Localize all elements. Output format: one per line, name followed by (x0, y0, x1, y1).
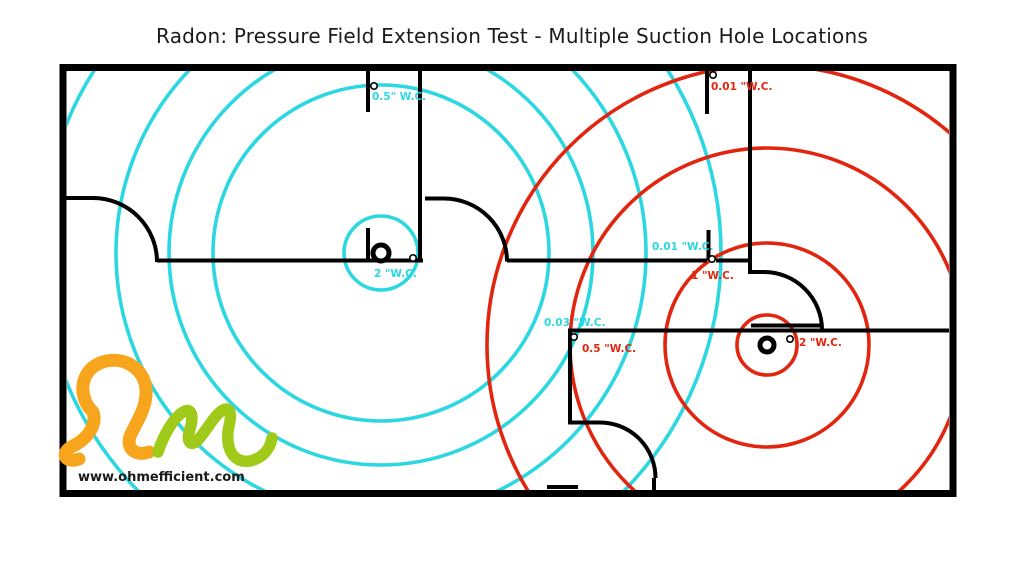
pressure-reading-label: 2 "W.C. (374, 268, 417, 280)
ohm-logo (58, 353, 278, 467)
pressure-reading-label: 0.03 "W.C. (544, 317, 605, 329)
pressure-reading-label: 0.01 "W.C. (652, 241, 713, 253)
page-title: Radon: Pressure Field Extension Test - M… (156, 24, 868, 48)
door-bottom (568, 420, 658, 479)
door-left (66, 196, 159, 263)
website-url: www.ohmefficient.com (78, 470, 245, 485)
pressure-reading-label: 0.01 "W.C. (711, 81, 772, 93)
pressure-field-rings (67, 71, 949, 492)
outer-wall (59, 64, 957, 497)
test-hole-near-s2 (785, 334, 794, 343)
suction-hole-2-pressure-ring (663, 241, 871, 449)
door-right-room (748, 260, 824, 331)
test-hole-near-s1 (408, 254, 417, 263)
logo-m-glyph (152, 403, 278, 467)
pressure-reading-labels: 0.5" W.C. 0.01 "W.C. 0.01 "W.C. 1 "W.C. 0.03… (372, 81, 842, 355)
pressure-reading-label: 1 "W.C. (691, 270, 734, 282)
test-hole-top-right (708, 71, 717, 80)
test-hole-top-left (369, 82, 378, 91)
test-hole-middle (707, 255, 716, 264)
door-center (425, 196, 509, 262)
pressure-reading-label: 0.5 "W.C. (582, 343, 636, 355)
test-hole-lower-mid (569, 332, 578, 341)
suction-hole-2-pressure-ring (735, 313, 799, 377)
suction-hole-1-pressure-ring (211, 83, 551, 423)
suction-hole-2-pressure-ring (485, 71, 949, 492)
floor-plan-walls (59, 64, 957, 497)
logo-omega-glyph (58, 353, 156, 467)
suction-holes (370, 242, 777, 355)
suction-hole-1-pressure-ring (114, 71, 648, 492)
pressure-reading-label: 2 "W.C. (799, 337, 842, 349)
pressure-reading-label: 0.5" W.C. (372, 91, 426, 103)
test-hole-markers (369, 71, 794, 343)
suction-hole-2 (757, 335, 777, 355)
